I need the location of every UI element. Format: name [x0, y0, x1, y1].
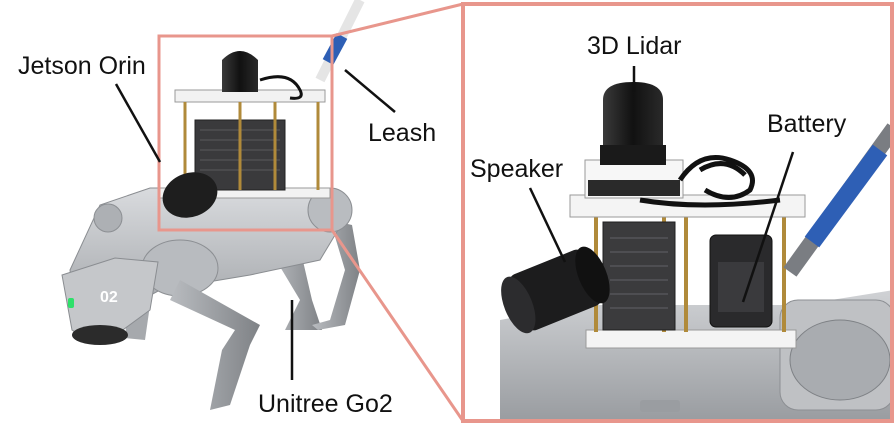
label-3d-lidar: 3D Lidar — [587, 32, 682, 60]
status-led — [68, 298, 74, 308]
zoom-rear-hip — [789, 319, 890, 401]
pointer-battery — [741, 151, 795, 303]
robot-payload-zoom-view — [500, 82, 890, 419]
zoom-lower-plate — [585, 329, 797, 349]
label-speaker: Speaker — [470, 155, 564, 183]
pointer-speaker — [528, 187, 567, 263]
label-battery: Battery — [767, 110, 847, 138]
zoom-lidar — [603, 82, 663, 148]
cable-bundle — [259, 75, 303, 100]
zoom-cable-coil — [639, 155, 781, 208]
leash-grip — [322, 33, 348, 65]
zoom-leash-grip — [804, 144, 888, 248]
pointer-leash — [344, 69, 396, 113]
zoom-connector-top — [331, 2, 464, 38]
zoom-lidar-base — [600, 145, 666, 165]
rear-leg-left — [270, 248, 322, 330]
speaker-small — [162, 172, 218, 218]
robot-number: 02 — [100, 289, 118, 306]
zoom-base-vent — [640, 400, 680, 412]
head-sensor — [72, 325, 128, 345]
lidar-small — [222, 51, 258, 92]
zoom-battery-label — [718, 262, 764, 312]
zoom-lidar-mount-dark — [588, 180, 680, 196]
zoom-jetson-module — [602, 221, 676, 331]
robot-dog-full-view: 02 — [61, 0, 365, 410]
label-unitree-go2: Unitree Go2 — [258, 390, 393, 418]
pointer-jetson — [114, 83, 162, 163]
zoom-connector-bottom — [330, 229, 465, 422]
side-wheel — [93, 203, 123, 233]
label-leash: Leash — [368, 119, 437, 147]
front-leg-left — [170, 280, 260, 410]
label-jetson-orin: Jetson Orin — [18, 52, 146, 80]
highlight-box-zoom — [461, 2, 894, 423]
zoom-speaker — [501, 246, 610, 334]
highlight-box-small — [157, 34, 334, 232]
rear-leg-right — [312, 220, 360, 330]
